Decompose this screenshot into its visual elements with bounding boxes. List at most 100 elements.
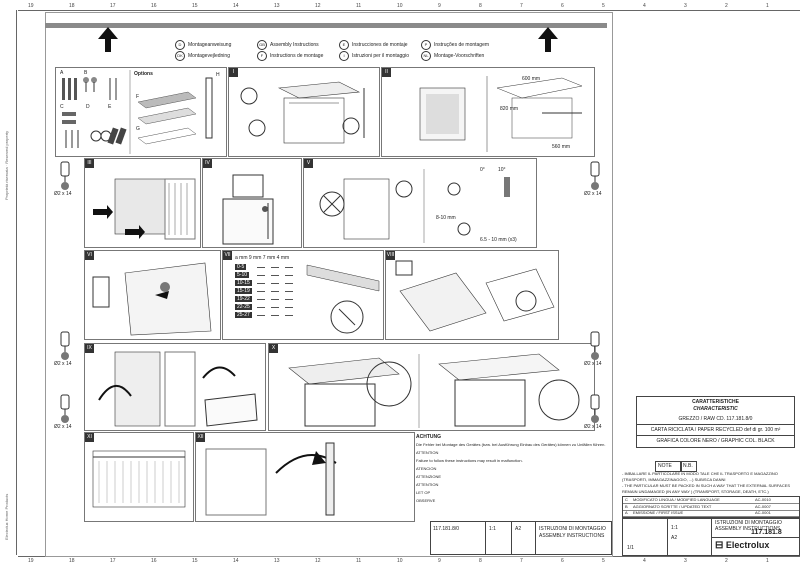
dim-820: 820 mm xyxy=(500,106,519,112)
panel-step-12: XII xyxy=(195,432,415,522)
drill-icon xyxy=(56,330,74,360)
step-3-drawing xyxy=(93,178,196,240)
desc-line-2: ASSEMBLY INSTRUCTIONS xyxy=(715,526,781,532)
note-6-10: 6.5 - 10 mm (x3) xyxy=(480,237,517,243)
table-cell-mark xyxy=(257,315,265,316)
step-1-drawing xyxy=(240,81,365,144)
drill-icon xyxy=(586,330,604,360)
warning-heading: ACHTUNG xyxy=(416,434,441,440)
char-title: CARATTERISTICHE xyxy=(692,399,739,405)
step-number: XI xyxy=(85,433,94,442)
parts-label-b: B xyxy=(84,70,88,76)
table-row-label: 15-19 xyxy=(235,288,252,294)
parts-label-a: A xyxy=(60,70,64,76)
warning-line: Failure to follow these instructions may… xyxy=(416,458,523,463)
parts-drawing xyxy=(62,70,213,154)
language-label: Assembly Instructions xyxy=(270,42,319,48)
note-line: REMAIN UNDAMAGED (IN ANY WAY ) (TRANSPOR… xyxy=(622,489,769,494)
drill-label: Ø2 x 14 xyxy=(54,424,72,430)
panel-step-10: X xyxy=(268,343,595,431)
revision-id: C xyxy=(625,497,628,502)
brand-name: Electrolux xyxy=(725,540,770,550)
step-number: VIII xyxy=(386,251,395,260)
arrow-up-left-icon xyxy=(98,27,118,39)
bottom-strip: 117.181.8/0 1:1 A2 ISTRUZIONI DI MONTAGG… xyxy=(430,521,612,555)
step-number: VI xyxy=(85,251,94,260)
table-cell-mark xyxy=(271,283,279,284)
ruler-number: 3 xyxy=(684,558,687,564)
revision-id: B xyxy=(625,503,628,509)
step-number: II xyxy=(382,68,391,77)
panel-step-9: IX xyxy=(84,343,266,431)
drill-label: Ø2 x 14 xyxy=(54,361,72,367)
option-label-g: G xyxy=(136,126,140,132)
step-7-drawing xyxy=(306,264,380,334)
ruler-number: 1 xyxy=(766,3,769,9)
char-subtitle: CHARACTERISTIC xyxy=(693,406,738,412)
brand-logo: ⊟ Electrolux xyxy=(715,540,770,551)
ruler-left xyxy=(2,10,17,555)
ruler-number: 12 xyxy=(315,558,321,564)
ruler-number: 15 xyxy=(192,558,198,564)
ruler-number: 1 xyxy=(766,558,769,564)
revision-row: B AGGIORNATO SCRITTE / UPDATED TEXT AC-000… xyxy=(623,504,799,511)
panel-step-8: VIII xyxy=(385,250,559,340)
panel-step-1: I xyxy=(228,67,380,157)
table-cell-mark xyxy=(271,315,279,316)
dim-600: 600 mm xyxy=(522,76,541,82)
table-cell-mark xyxy=(257,275,265,276)
step-number: VII xyxy=(223,251,232,260)
table-row-label: 0-5 xyxy=(235,264,247,270)
language-code: F xyxy=(257,51,267,61)
ruler-number: 13 xyxy=(274,3,280,9)
language-code: E xyxy=(339,40,349,50)
language-label: Instruções de montagem xyxy=(434,42,490,48)
revision-id: A xyxy=(625,510,628,515)
ruler-number: 10 xyxy=(397,3,403,9)
characteristics-box: CARATTERISTICHE CHARACTERISTIC GREZZO / … xyxy=(636,396,795,448)
strip-desc-2: ASSEMBLY INSTRUCTIONS xyxy=(539,533,605,539)
step-9-drawing xyxy=(98,351,258,427)
table-cell-mark xyxy=(257,283,265,284)
table-cell-mark xyxy=(285,315,293,316)
step-11-drawing xyxy=(92,450,186,508)
ruler-number: 7 xyxy=(520,558,523,564)
ruler-number: 12 xyxy=(315,3,321,9)
sheet-number: 1/1 xyxy=(627,545,634,551)
step-4-drawing xyxy=(222,174,274,245)
char-raw: GREZZO / RAW CD. 117.181.8/0 xyxy=(678,416,753,422)
note-label: NOTE xyxy=(658,463,672,469)
note-line: - THE PARTICULAR MUST BE PACKED IN SUCH … xyxy=(622,483,791,488)
table-cell-mark xyxy=(285,291,293,292)
table-cell-mark xyxy=(285,299,293,300)
revision-ref: AC-0007 xyxy=(755,503,771,509)
panel-step-4: IV xyxy=(202,158,302,248)
table-row-label: 5-10 xyxy=(235,272,250,278)
revision-text: MODIFICATO LINGUA / MODIFIED LANGUAGE xyxy=(633,497,720,502)
format: A2 xyxy=(671,535,678,541)
main-frame xyxy=(45,12,613,557)
drill-label: Ø2 x 14 xyxy=(584,361,602,367)
revision-text: AGGIORNATO SCRITTE / UPDATED TEXT xyxy=(633,503,712,509)
table-cell-mark xyxy=(285,307,293,308)
revision-ref: AC-0001 xyxy=(755,510,771,515)
drill-label: Ø2 x 14 xyxy=(54,191,72,197)
ruler-number: 16 xyxy=(151,558,157,564)
ruler-number: 3 xyxy=(684,3,687,9)
ruler-number: 10 xyxy=(397,558,403,564)
ruler-number: 9 xyxy=(438,3,441,9)
side-notice-bottom: Electrolux Home Products xyxy=(4,493,9,540)
table-cell-mark xyxy=(257,291,265,292)
drill-label: Ø2 x 14 xyxy=(584,191,602,197)
angle-10: 10° xyxy=(498,167,506,173)
nb-label: N.B. xyxy=(683,463,693,469)
ruler-number: 16 xyxy=(151,3,157,9)
dim-560: 560 mm xyxy=(552,144,571,150)
step-number: V xyxy=(304,159,313,168)
